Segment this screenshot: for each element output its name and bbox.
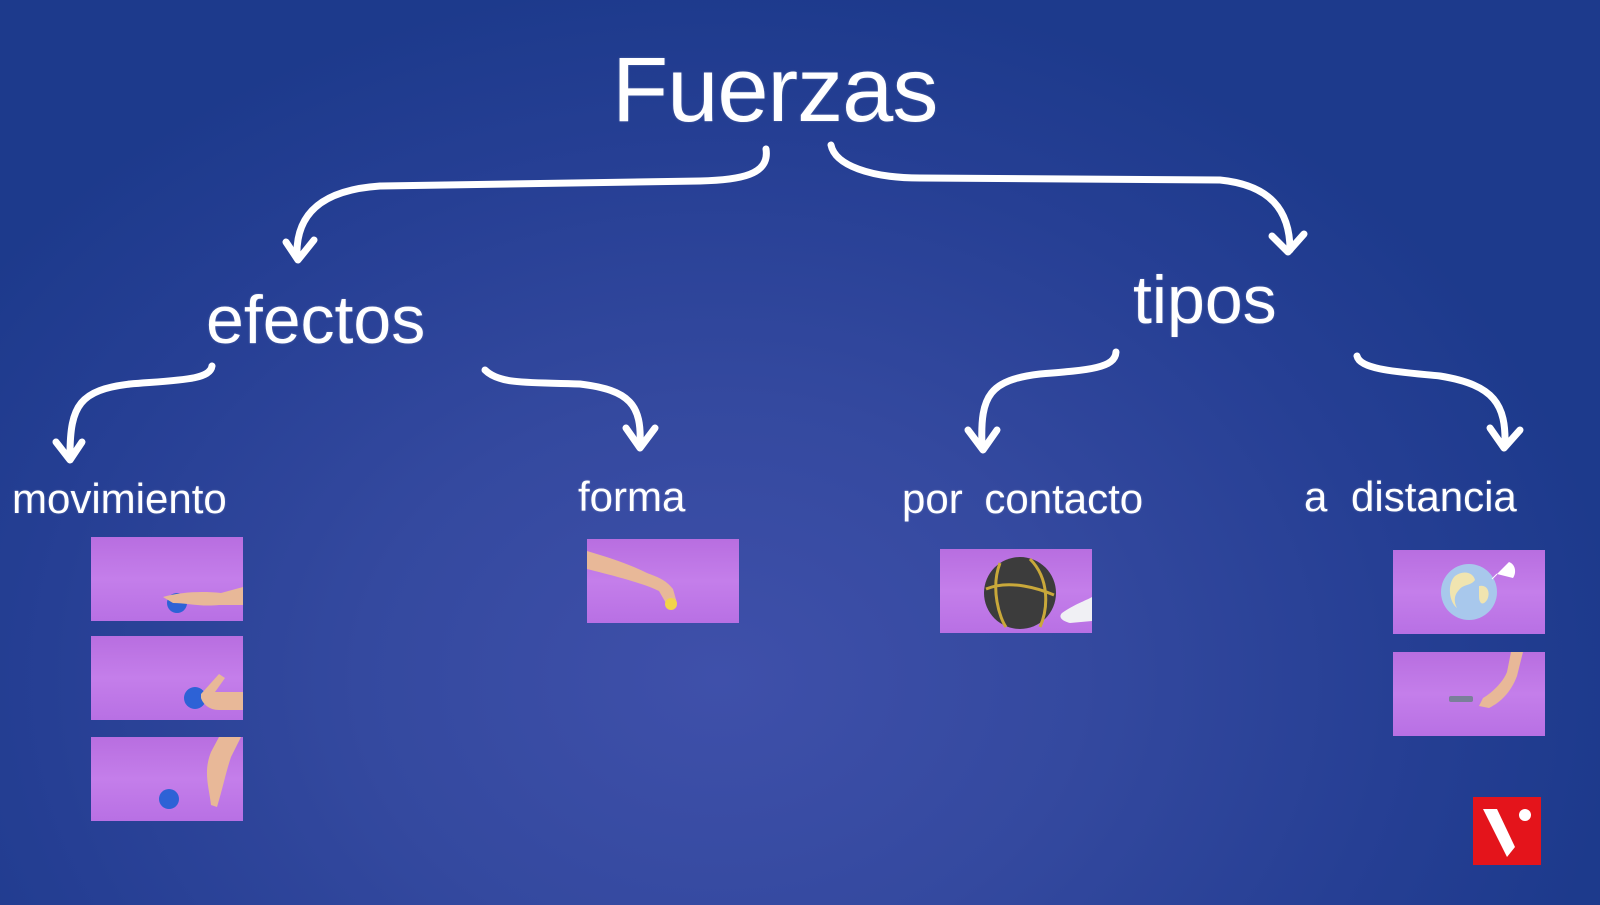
diagram-title: Fuerzas [612, 39, 938, 141]
leaf-por-contacto: por contacto [902, 475, 1144, 522]
thumbnail-hand-with-magnet [1393, 652, 1545, 736]
leaf-movimiento: movimiento [12, 475, 227, 522]
thumbnail-blue-ball-rolling [91, 737, 243, 821]
leaf-a-distancia: a distancia [1304, 473, 1517, 520]
thumbnail-hand-pushing-blue-ball [91, 537, 243, 621]
arrow-efectos-movimiento [66, 362, 216, 459]
v-logo-icon [1473, 797, 1541, 865]
thumbnail-foot-kicking-basketball [940, 549, 1092, 633]
thumbnail-earth-with-parachute [1393, 550, 1545, 634]
thumbnail-hand-squeezing-ball [587, 539, 739, 623]
branch-tipos: tipos [1133, 262, 1277, 338]
arrow-efectos-forma [481, 366, 644, 449]
branch-efectos: efectos [206, 282, 426, 358]
arrow-tipos-contacto [978, 348, 1120, 449]
arrow-fuerzas-tipos [827, 141, 1294, 254]
thumbnail-hand-releasing-blue-ball [91, 636, 243, 720]
arrow-tipos-distancia [1353, 352, 1509, 449]
leaf-forma: forma [578, 473, 686, 520]
arrow-fuerzas-efectos [293, 145, 770, 262]
